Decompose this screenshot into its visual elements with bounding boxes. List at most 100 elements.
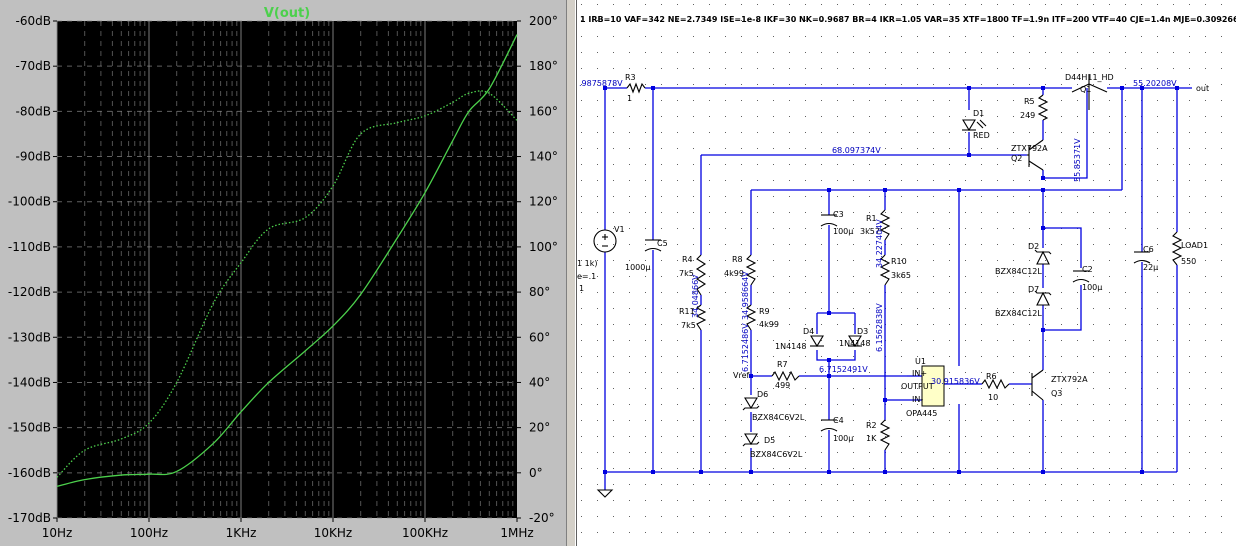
resistor-r1[interactable]: [879, 209, 891, 241]
transistor-q2[interactable]: [1027, 139, 1044, 171]
label-v1[interactable]: V1: [614, 225, 625, 234]
value-d7[interactable]: BZX84C12L: [995, 309, 1042, 318]
label-vref[interactable]: Vref: [733, 371, 750, 380]
resistor-r2[interactable]: [879, 419, 891, 451]
plot-area[interactable]: [57, 21, 517, 518]
label-c4[interactable]: C4: [833, 416, 844, 425]
pin-u1-out[interactable]: OUTPUT: [901, 382, 934, 391]
node-voltage-68[interactable]: 68.097374V: [832, 146, 881, 155]
bode-plot[interactable]: -60dB-70dB-80dB-90dB-100dB-110dB-120dB-1…: [0, 0, 566, 546]
label-r11[interactable]: R11: [679, 307, 695, 316]
param-v1-2[interactable]: e=.1: [577, 272, 596, 281]
transistor-q1[interactable]: [1071, 75, 1108, 110]
resistor-r3[interactable]: [626, 82, 646, 94]
zener-d7[interactable]: [1034, 290, 1052, 306]
resistor-r4[interactable]: [695, 254, 707, 296]
zener-d6[interactable]: [742, 397, 760, 411]
label-r9[interactable]: R9: [759, 307, 770, 316]
label-c6[interactable]: C6: [1143, 245, 1154, 254]
resistor-r10[interactable]: [879, 254, 891, 286]
label-r8[interactable]: R8: [732, 255, 743, 264]
node-voltage-r1[interactable]: 34.227404V: [875, 219, 884, 268]
label-u1[interactable]: U1: [915, 357, 926, 366]
trace-title[interactable]: V(out): [264, 6, 310, 21]
model-q2[interactable]: ZTX792A: [1011, 144, 1048, 153]
model-q1[interactable]: D44H11_HD: [1065, 73, 1114, 82]
transistor-q3[interactable]: [1031, 369, 1044, 401]
led-d1[interactable]: [962, 119, 987, 132]
value-r10[interactable]: 3k65: [891, 271, 911, 280]
schematic-canvas[interactable]: 1 IRB=10 VAF=342 NE=2.7349 ISE=1e-8 IKF=…: [577, 0, 1236, 546]
resistor-r6[interactable]: [981, 378, 1010, 390]
node-voltage-r7[interactable]: 6.7152491V: [819, 365, 868, 374]
node-voltage-r10[interactable]: 6.1562838V: [875, 303, 884, 352]
model-u1[interactable]: OPA445: [906, 409, 937, 418]
label-r5[interactable]: R5: [1024, 97, 1035, 106]
label-r6[interactable]: R6: [986, 372, 997, 381]
ground-icon[interactable]: [596, 489, 614, 498]
zener-d2[interactable]: [1034, 249, 1052, 265]
label-c2[interactable]: C2: [1082, 265, 1093, 274]
value-c6[interactable]: 22µ: [1143, 263, 1158, 272]
label-q2[interactable]: Q2: [1011, 154, 1022, 163]
plot-pane[interactable]: -60dB-70dB-80dB-90dB-100dB-110dB-120dB-1…: [0, 0, 566, 546]
label-out[interactable]: out: [1196, 84, 1209, 93]
label-q3[interactable]: Q3: [1051, 389, 1062, 398]
spice-model-directive[interactable]: 1 IRB=10 VAF=342 NE=2.7349 ISE=1e-8 IKF=…: [580, 15, 1236, 24]
label-c5[interactable]: C5: [657, 239, 668, 248]
node-voltage-55[interactable]: 55.85371V: [1073, 138, 1082, 182]
value-d4[interactable]: 1N4148: [775, 342, 806, 351]
resistor-r5[interactable]: [1037, 94, 1049, 121]
value-d1[interactable]: RED: [973, 131, 990, 140]
value-d2[interactable]: BZX84C12L: [995, 267, 1042, 276]
node-voltage-r8[interactable]: 34.958664V: [741, 271, 750, 320]
resistor-r11[interactable]: [695, 304, 707, 331]
capacitor-c3[interactable]: [820, 214, 838, 227]
model-q3[interactable]: ZTX792A: [1051, 375, 1088, 384]
label-d3[interactable]: D3: [857, 327, 868, 336]
schematic-pane[interactable]: 1 IRB=10 VAF=342 NE=2.7349 ISE=1e-8 IKF=…: [576, 0, 1236, 546]
value-r8[interactable]: 4k99: [724, 269, 744, 278]
value-c2[interactable]: 100µ: [1082, 283, 1102, 292]
value-c4[interactable]: 100µ: [833, 434, 853, 443]
label-d4[interactable]: D4: [803, 327, 814, 336]
value-r11[interactable]: 7k5: [681, 321, 696, 330]
label-d1[interactable]: D1: [973, 109, 984, 118]
resistor-r9[interactable]: [745, 304, 757, 331]
label-r2[interactable]: R2: [866, 421, 877, 430]
label-load1[interactable]: LOAD1: [1181, 241, 1208, 250]
wires[interactable]: [604, 87, 1192, 490]
capacitor-c6[interactable]: [1133, 251, 1151, 264]
diode-d3[interactable]: [848, 335, 862, 348]
value-r6[interactable]: 10: [988, 393, 998, 402]
value-d6[interactable]: BZX84C6V2L: [752, 413, 805, 422]
value-load1[interactable]: 550: [1181, 257, 1196, 266]
capacitor-c2[interactable]: [1072, 270, 1090, 283]
voltage-source-v1[interactable]: [593, 229, 617, 253]
value-r1[interactable]: 3k57: [860, 227, 880, 236]
resistor-r7[interactable]: [771, 370, 800, 382]
pin-u1-inp[interactable]: IN+: [912, 369, 927, 378]
label-q1[interactable]: Q1: [1080, 85, 1091, 94]
node-voltage-r4[interactable]: 34.04866V: [691, 274, 700, 318]
label-d7[interactable]: D7: [1028, 285, 1039, 294]
label-r3[interactable]: R3: [625, 73, 636, 82]
label-r10[interactable]: R10: [891, 257, 907, 266]
capacitor-c4[interactable]: [820, 419, 838, 432]
label-r1[interactable]: R1: [866, 214, 877, 223]
resistor-r8[interactable]: [745, 254, 757, 286]
value-r4[interactable]: 7k5: [679, 269, 694, 278]
param-v1-3[interactable]: 1: [579, 284, 584, 293]
capacitor-c5[interactable]: [644, 239, 662, 252]
value-r7[interactable]: 499: [775, 381, 790, 390]
label-r4[interactable]: R4: [682, 255, 693, 264]
label-d5[interactable]: D5: [764, 436, 775, 445]
value-d3[interactable]: 1N4148: [839, 339, 870, 348]
pin-u1-inn[interactable]: IN-: [912, 395, 923, 404]
resistor-load1[interactable]: [1171, 231, 1183, 266]
value-r5[interactable]: 249: [1020, 111, 1035, 120]
value-d5[interactable]: BZX84C6V2L: [750, 450, 803, 459]
label-c3[interactable]: C3: [833, 210, 844, 219]
label-d6[interactable]: D6: [757, 390, 768, 399]
label-r7[interactable]: R7: [777, 360, 788, 369]
